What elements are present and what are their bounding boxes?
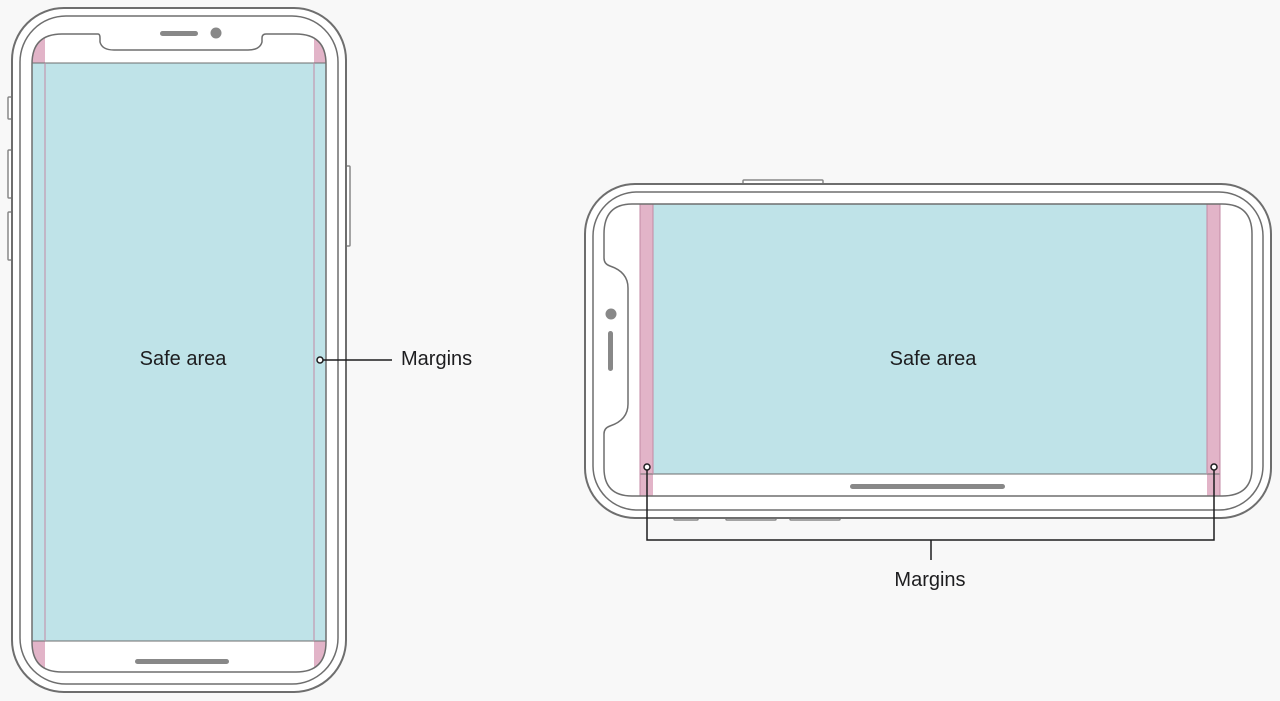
landscape-callout-dot-left — [643, 463, 651, 471]
landscape-device — [584, 179, 1272, 521]
portrait-safe-area — [32, 63, 326, 641]
landscape-speaker-icon — [608, 331, 613, 371]
landscape-margins-callout — [643, 463, 1218, 560]
portrait-safe-area-label: Safe area — [140, 348, 228, 370]
portrait-camera-icon — [210, 27, 222, 39]
portrait-margins-callout — [316, 356, 392, 364]
landscape-left-margin — [640, 204, 653, 496]
landscape-screen-outline — [603, 203, 1253, 497]
landscape-home-indicator — [850, 484, 1005, 489]
landscape-margins-label: Margins — [894, 569, 965, 591]
portrait-margins-label: Margins — [401, 348, 472, 370]
landscape-callout-dot-right — [1210, 463, 1218, 471]
portrait-home-indicator — [135, 659, 229, 664]
landscape-right-margin — [1207, 204, 1220, 496]
portrait-screen-outline — [31, 33, 327, 673]
landscape-camera-icon — [605, 308, 617, 320]
portrait-device — [7, 7, 351, 693]
portrait-speaker-icon — [160, 31, 198, 36]
landscape-safe-area-label: Safe area — [890, 348, 978, 370]
landscape-safe-area — [653, 204, 1207, 474]
portrait-callout-dot — [316, 356, 324, 364]
